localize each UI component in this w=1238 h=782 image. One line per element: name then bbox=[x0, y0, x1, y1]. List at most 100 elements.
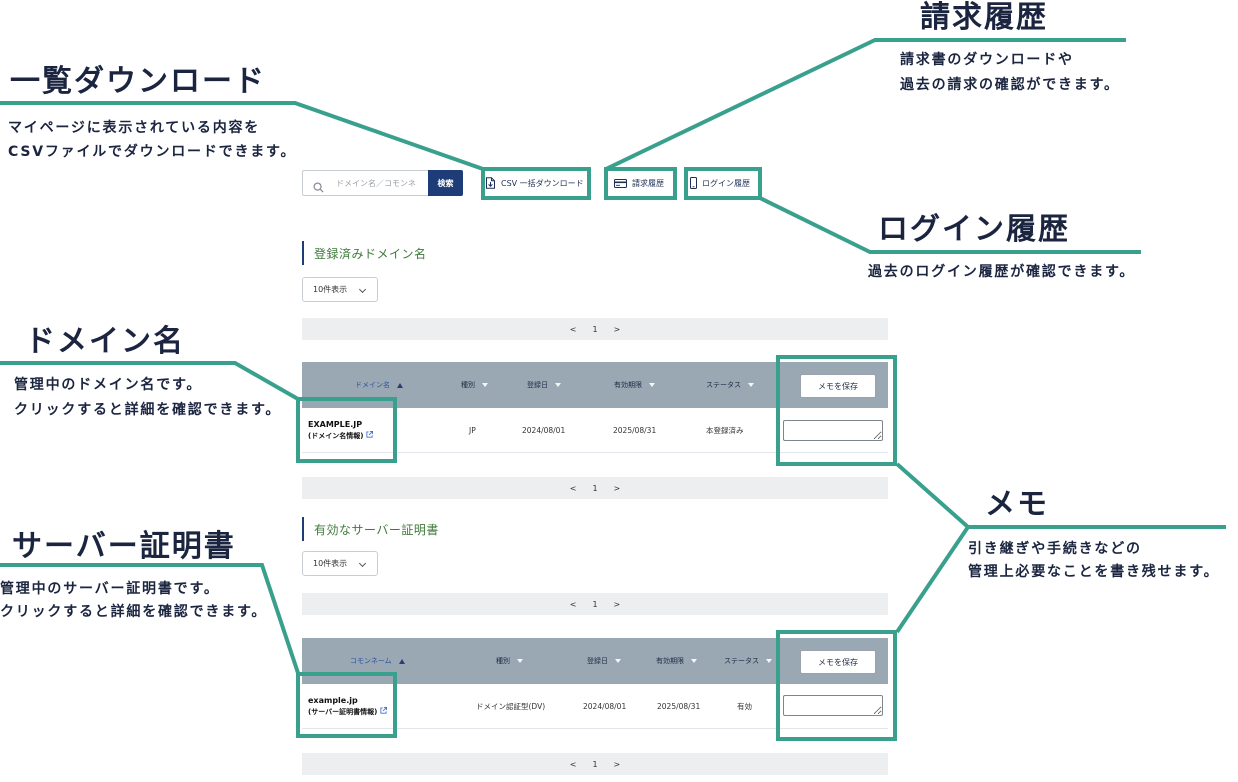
sort-desc-icon bbox=[649, 383, 655, 387]
sort-desc-icon bbox=[482, 383, 488, 387]
memo-textarea[interactable] bbox=[783, 420, 883, 441]
callout-line-memo-lower bbox=[895, 525, 970, 634]
sort-desc-icon bbox=[517, 659, 523, 663]
certificate-name-link[interactable]: example.jp (サーバー証明書情報) bbox=[308, 696, 388, 717]
column-header-label: 登録日 bbox=[587, 657, 608, 665]
cell-expires: 2025/08/31 bbox=[657, 702, 701, 711]
card-icon bbox=[614, 178, 627, 188]
chevron-down-icon bbox=[358, 285, 367, 294]
pagination-next[interactable]: > bbox=[613, 483, 621, 493]
search-button[interactable]: 検索 bbox=[428, 170, 463, 196]
billing-history-link[interactable]: 請求履歴 bbox=[614, 176, 664, 190]
column-header-label: 種別 bbox=[461, 381, 475, 389]
column-header-status[interactable]: ステータス bbox=[706, 362, 754, 408]
table-header: コモンネーム 種別 登録日 有効期限 ステータス メモを保存 bbox=[302, 638, 888, 684]
memo-textarea[interactable] bbox=[783, 695, 883, 716]
section-heading-bar bbox=[302, 517, 304, 541]
external-link-icon bbox=[380, 707, 388, 717]
pagination-prev[interactable]: < bbox=[569, 599, 577, 609]
per-page-select[interactable]: 10件表示 bbox=[302, 551, 378, 576]
callout-desc-line: 管理中のサーバー証明書です。 bbox=[0, 581, 220, 597]
pagination-prev[interactable]: < bbox=[569, 759, 577, 769]
sort-desc-icon bbox=[766, 659, 772, 663]
pagination-prev[interactable]: < bbox=[569, 483, 577, 493]
save-memo-button[interactable]: メモを保存 bbox=[800, 374, 876, 398]
pagination-next[interactable]: > bbox=[613, 599, 621, 609]
pagination: < 1 > bbox=[302, 593, 888, 615]
cell-type: JP bbox=[469, 425, 476, 435]
pagination-page[interactable]: 1 bbox=[592, 599, 598, 609]
sort-asc-icon bbox=[397, 382, 403, 388]
pagination: < 1 > bbox=[302, 477, 888, 499]
search-input[interactable] bbox=[302, 170, 428, 196]
pagination-page[interactable]: 1 bbox=[592, 324, 598, 334]
callout-desc-domain-name: 管理中のドメイン名です。 クリックすると詳細を確認できます。 bbox=[14, 373, 281, 423]
column-header-expires[interactable]: 有効期限 bbox=[656, 638, 697, 684]
section-heading-bar bbox=[302, 241, 304, 265]
table-header: ドメイン名 種別 登録日 有効期限 ステータス メモを保存 bbox=[302, 362, 888, 408]
domain-name-link[interactable]: EXAMPLE.JP (ドメイン名情報) bbox=[308, 420, 374, 441]
callout-desc-billing-history: 請求書のダウンロードや 過去の請求の確認ができます。 bbox=[900, 48, 1120, 98]
sort-desc-icon bbox=[615, 659, 621, 663]
certificate-detail-label: (サーバー証明書情報) bbox=[308, 707, 378, 716]
csv-download-label: CSV 一括ダウンロード bbox=[501, 178, 584, 188]
column-header-registered[interactable]: 登録日 bbox=[587, 638, 621, 684]
callout-desc-line: 請求書のダウンロードや bbox=[900, 52, 1074, 68]
login-history-label: ログイン履歴 bbox=[702, 178, 750, 188]
column-header-status[interactable]: ステータス bbox=[724, 638, 772, 684]
column-header-label: コモンネーム bbox=[350, 657, 392, 665]
table-row: EXAMPLE.JP (ドメイン名情報) JP 2024/08/01 2025/… bbox=[302, 408, 888, 453]
column-header-type[interactable]: 種別 bbox=[461, 362, 488, 408]
column-header-label: ステータス bbox=[706, 381, 741, 389]
callout-title-server-certificate: サーバー証明書 bbox=[12, 529, 236, 564]
column-header-type[interactable]: 種別 bbox=[496, 638, 523, 684]
domain-detail-link[interactable]: (ドメイン名情報) bbox=[308, 431, 374, 441]
callout-desc-server-certificate: 管理中のサーバー証明書です。 クリックすると詳細を確認できます。 bbox=[0, 578, 267, 624]
section-heading-domains: 登録済みドメイン名 bbox=[302, 241, 427, 265]
login-history-link[interactable]: ログイン履歴 bbox=[690, 176, 750, 190]
callout-desc-line: CSVファイルでダウンロードできます。 bbox=[8, 144, 297, 160]
callout-title-login-history: ログイン履歴 bbox=[878, 212, 1070, 247]
callout-desc-line: 管理上必要なことを書き残せます。 bbox=[968, 564, 1220, 580]
callout-desc-csv-download: マイページに表示されている内容を CSVファイルでダウンロードできます。 bbox=[8, 116, 296, 164]
column-header-label: 有効期限 bbox=[656, 657, 684, 665]
pagination-page[interactable]: 1 bbox=[592, 759, 598, 769]
pagination: < 1 > bbox=[302, 318, 888, 340]
callout-desc-line: 管理中のドメイン名です。 bbox=[14, 377, 203, 393]
callout-title-domain-name: ドメイン名 bbox=[25, 324, 185, 359]
column-header-registered[interactable]: 登録日 bbox=[527, 362, 561, 408]
column-header-expires[interactable]: 有効期限 bbox=[614, 362, 655, 408]
column-header-label: ステータス bbox=[724, 657, 759, 665]
pagination-next[interactable]: > bbox=[613, 759, 621, 769]
file-download-icon bbox=[485, 177, 496, 189]
per-page-select[interactable]: 10件表示 bbox=[302, 277, 378, 302]
chevron-down-icon bbox=[358, 559, 367, 568]
per-page-value: 10件表示 bbox=[313, 285, 348, 294]
column-header-common-name[interactable]: コモンネーム bbox=[350, 638, 405, 684]
callout-desc-login-history: 過去のログイン履歴が確認できます。 bbox=[868, 260, 1135, 284]
domain-detail-label: (ドメイン名情報) bbox=[308, 431, 364, 440]
external-link-icon bbox=[366, 431, 374, 441]
certificate-detail-link[interactable]: (サーバー証明書情報) bbox=[308, 707, 388, 717]
section-heading-text: 有効なサーバー証明書 bbox=[314, 522, 439, 537]
sort-desc-icon bbox=[691, 659, 697, 663]
column-header-domain-name[interactable]: ドメイン名 bbox=[355, 362, 403, 408]
cell-status: 有効 bbox=[737, 702, 752, 711]
smartphone-icon bbox=[690, 177, 697, 189]
search-box: 検索 bbox=[302, 170, 463, 196]
csv-download-link[interactable]: CSV 一括ダウンロード bbox=[485, 176, 584, 190]
callout-line-memo bbox=[895, 462, 1226, 529]
save-memo-button[interactable]: メモを保存 bbox=[800, 650, 876, 674]
column-header-label: 有効期限 bbox=[614, 381, 642, 389]
cell-type: ドメイン認証型(DV) bbox=[476, 702, 546, 711]
callout-desc-line: クリックすると詳細を確認できます。 bbox=[0, 604, 268, 620]
pagination-next[interactable]: > bbox=[613, 324, 621, 334]
sort-asc-icon bbox=[398, 658, 405, 664]
cell-registered: 2024/08/01 bbox=[583, 702, 627, 711]
callout-desc-line: 過去の請求の確認ができます。 bbox=[900, 77, 1120, 93]
pagination-prev[interactable]: < bbox=[569, 324, 577, 334]
pagination-page[interactable]: 1 bbox=[592, 483, 598, 493]
billing-history-label: 請求履歴 bbox=[632, 178, 664, 188]
pagination: < 1 > bbox=[302, 753, 888, 775]
callout-desc-line: 過去のログイン履歴が確認できます。 bbox=[868, 264, 1136, 280]
